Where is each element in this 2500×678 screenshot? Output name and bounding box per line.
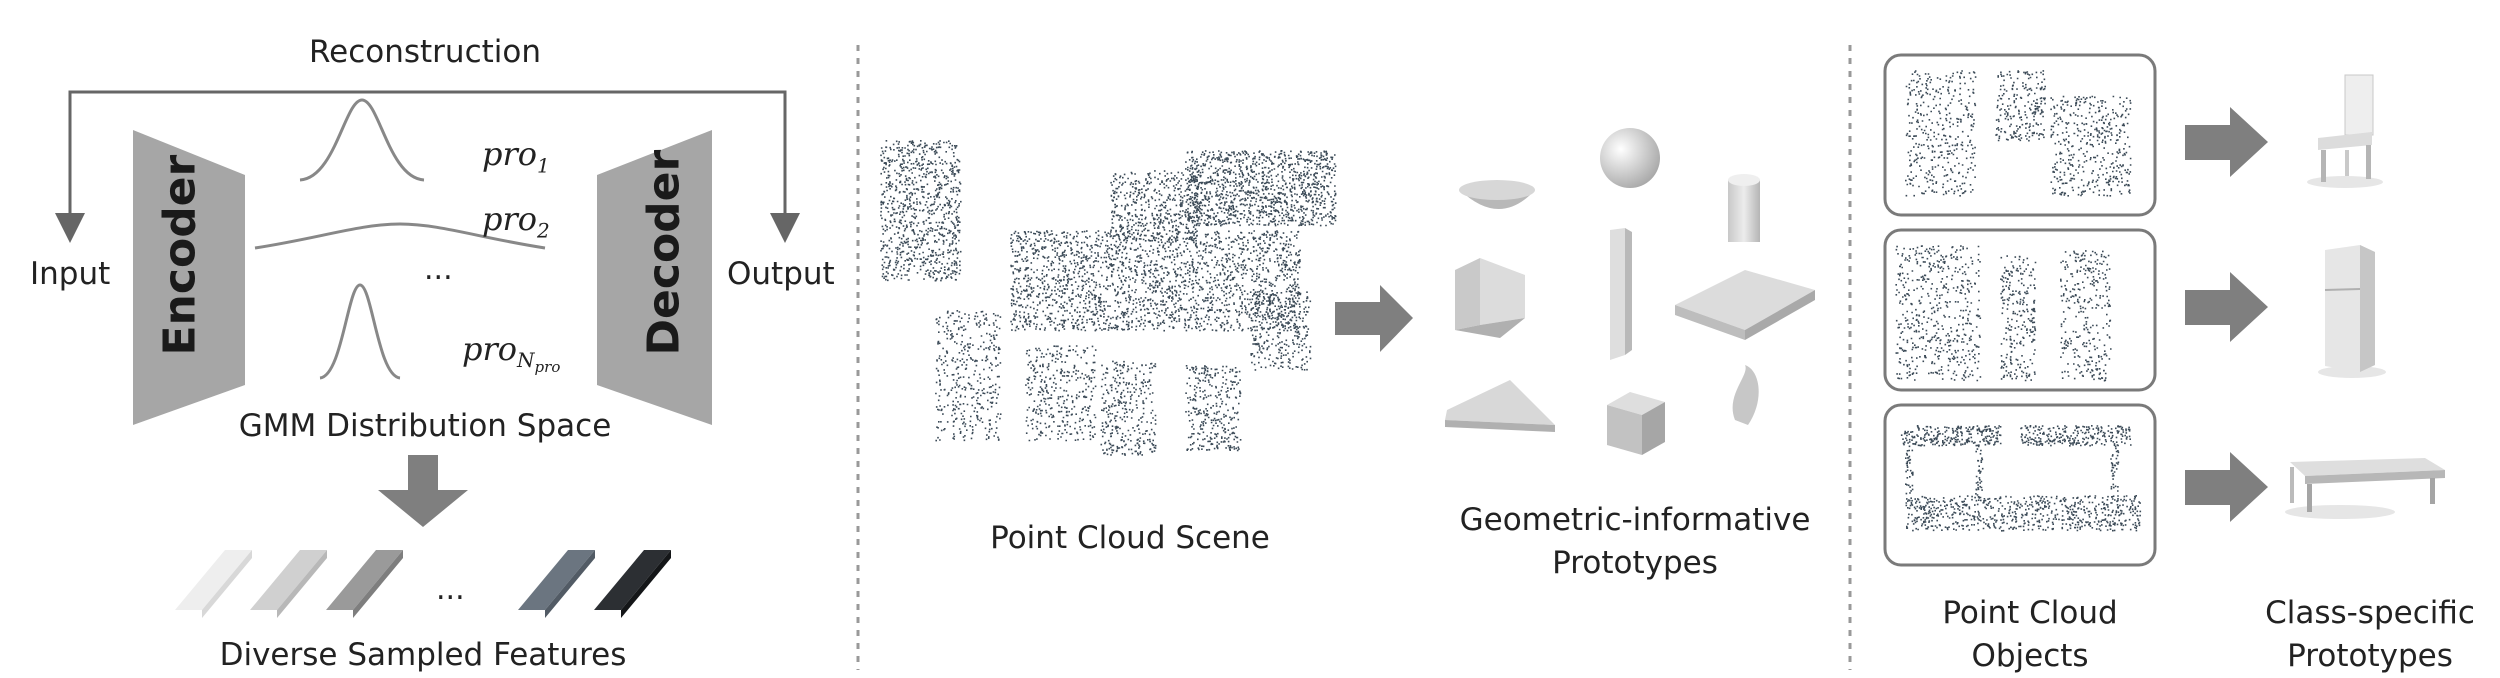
geometric-prototypes-label-line2: Prototypes	[1552, 545, 1718, 581]
output-label: Output	[727, 256, 835, 292]
feature-bar-4	[518, 550, 595, 618]
cylinder-shape	[1728, 180, 1760, 242]
reconstruction-label: Reconstruction	[308, 34, 542, 70]
feature-bar-5	[594, 550, 671, 618]
point-cloud-scene	[880, 140, 1337, 456]
prototype-label-n: proNpro	[462, 330, 561, 377]
fridge-objects-box	[1883, 228, 2157, 392]
class-specific-label-line1: Class-specific	[2265, 595, 2475, 631]
chair-objects-box	[1883, 53, 2157, 217]
scene-to-prototypes-arrow	[1335, 285, 1413, 352]
geometric-prototypes	[1445, 128, 1815, 455]
feature-bar-2	[250, 550, 327, 618]
pillar-shape	[1610, 228, 1632, 360]
prototype-label-2: pro2	[482, 200, 550, 243]
point-cloud-objects-label-line1: Point Cloud	[1942, 595, 2118, 631]
table-arrow	[2185, 452, 2268, 522]
plate-shape	[1675, 270, 1815, 340]
wedge-shape	[1445, 380, 1555, 432]
encoder-block	[133, 130, 245, 425]
decoder-label: Decoder	[638, 149, 690, 356]
gaussian-curve-3	[319, 283, 401, 380]
torus-shape	[1732, 365, 1759, 425]
table-prototype	[2285, 458, 2445, 519]
point-cloud-objects	[1895, 70, 2142, 532]
reconstruction-arrow	[68, 90, 800, 243]
fridge-arrow	[2185, 272, 2268, 342]
corner-shape	[1455, 258, 1525, 338]
cylinder-top	[1728, 174, 1760, 186]
chair-prototype	[2307, 74, 2383, 188]
fridge-prototype	[2318, 245, 2386, 378]
chair-arrow	[2185, 107, 2268, 177]
feature-bar-3	[326, 550, 403, 618]
features-ellipsis: ...	[436, 572, 465, 607]
point-cloud-scene-label: Point Cloud Scene	[990, 520, 1270, 556]
encoder-label: Encoder	[154, 154, 206, 356]
down-arrow	[378, 455, 468, 527]
gaussian-curve-2	[254, 222, 546, 250]
prototype-ellipsis: ...	[424, 252, 453, 287]
decoder-block	[597, 130, 712, 425]
geometric-prototypes-label-line1: Geometric-informative	[1459, 502, 1811, 538]
feature-bar-1	[175, 550, 252, 618]
prototype-label-1: pro1	[482, 135, 550, 178]
input-label: Input	[30, 256, 111, 292]
gaussian-curve-1	[299, 98, 425, 182]
diverse-features-label: Diverse Sampled Features	[219, 637, 627, 673]
class-specific-label-line2: Prototypes	[2287, 638, 2453, 674]
bowl-rim	[1459, 180, 1535, 200]
sphere-shape	[1600, 128, 1660, 188]
point-cloud-objects-label-line2: Objects	[1971, 638, 2089, 674]
table-objects-box	[1883, 403, 2157, 567]
cube-shape	[1607, 392, 1665, 455]
gmm-distribution-label: GMM Distribution Space	[238, 408, 612, 444]
